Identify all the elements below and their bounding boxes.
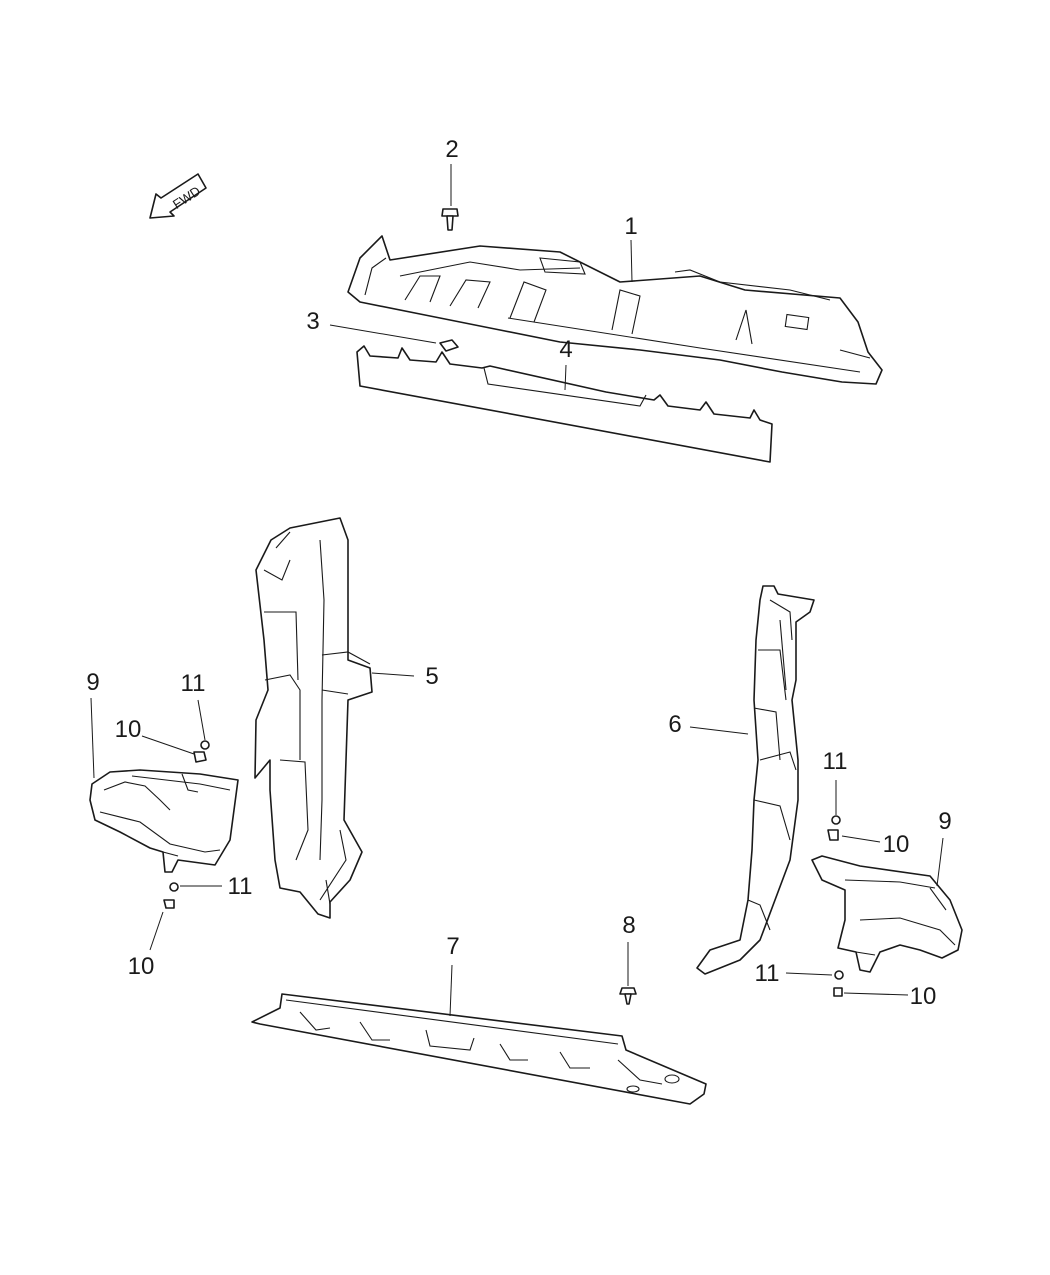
left-upper-clip-11	[200, 740, 210, 750]
right-deflector-part-9	[811, 855, 963, 973]
callout-6: 6	[668, 711, 681, 738]
right-upper-clip-11	[831, 815, 841, 825]
right-lower-nut-10	[833, 987, 843, 997]
callout-4: 4	[559, 336, 572, 363]
left-upper-nut-10	[193, 751, 207, 763]
callout-7: 7	[446, 933, 459, 960]
callout-1: 1	[624, 213, 637, 240]
callout-8: 8	[622, 912, 635, 939]
callout-10-left-lower: 10	[128, 953, 155, 980]
callout-5: 5	[425, 663, 438, 690]
left-deflector-part-9	[89, 769, 239, 873]
push-pin-part-8	[619, 987, 637, 1005]
upper-air-seal-part-1	[347, 235, 883, 385]
fwd-arrow-icon: FWD	[149, 173, 207, 219]
right-side-seal-part-6	[696, 585, 815, 975]
leader-lines	[90, 164, 944, 1017]
callout-labels: 1 2 3 4 5 6 7 8 9 9 10 10 10 10 11 11 11…	[86, 136, 951, 1010]
seal-strip-part-4	[356, 345, 773, 463]
lower-air-seal-part-7	[251, 993, 707, 1105]
right-lower-clip-11	[834, 970, 844, 980]
clip-part-3	[439, 339, 459, 352]
callout-3: 3	[306, 308, 319, 335]
left-lower-nut-10	[163, 899, 175, 909]
callout-9-right: 9	[938, 808, 951, 835]
callout-9-left: 9	[86, 669, 99, 696]
bolt-part-2	[441, 208, 459, 231]
left-lower-clip-11	[169, 882, 179, 892]
callout-10-left-upper: 10	[115, 716, 142, 743]
callout-11-right-lower: 11	[755, 960, 780, 987]
callout-11-left-upper: 11	[181, 670, 206, 697]
callout-11-right-upper: 11	[823, 748, 848, 775]
right-upper-nut-10	[827, 829, 839, 841]
callout-10-right-upper: 10	[883, 831, 910, 858]
callout-2: 2	[445, 136, 458, 163]
left-side-seal-part-5	[254, 517, 373, 919]
callout-11-left-lower: 11	[228, 873, 253, 900]
callout-10-right-lower: 10	[910, 983, 937, 1010]
